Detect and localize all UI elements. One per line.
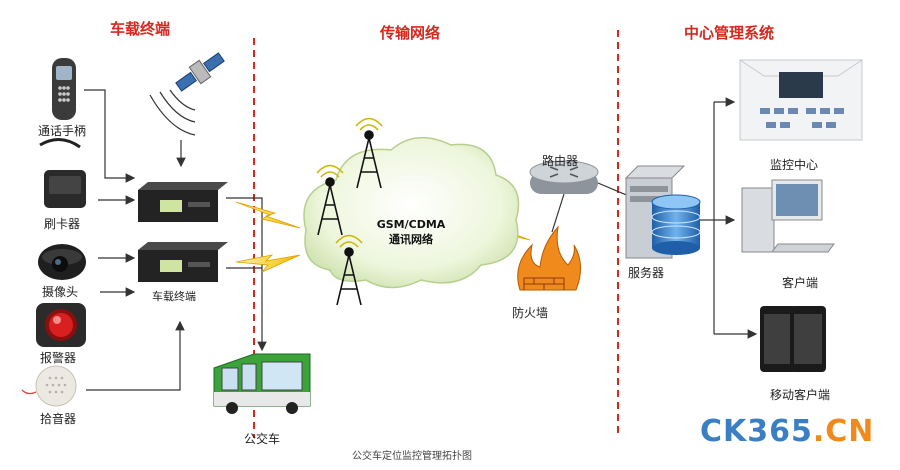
label-bus: 公交车 [244,432,281,446]
label-firewall: 防火墙 [512,306,549,320]
cloud-label-line1: GSM/CDMA [376,218,446,231]
label-monitor-center: 监控中心 [770,158,819,172]
tower-icon-left [316,164,344,236]
header-center: 中心管理系统 [684,24,775,42]
header-vehicle: 车载终端 [110,20,171,38]
handset-icon [52,58,76,120]
signal-bolt-lower [235,254,301,273]
monitor-center-icon [739,59,863,141]
cloud-label-line2: 通讯网络 [389,233,433,246]
router-firewall-link [551,193,565,233]
header-network: 传输网络 [380,24,441,42]
client-pc-icon [741,179,835,253]
signal-bolt-upper [235,201,301,229]
center-connectors [700,97,758,339]
alarm-icon [36,303,86,347]
tower-icon-top [355,117,383,189]
label-server: 服务器 [628,266,665,280]
device-connectors [84,89,267,391]
watermark: CK365.CN [700,414,874,449]
label-terminal: 车载终端 [152,290,196,303]
card-reader-icon [39,138,86,208]
diagram-caption: 公交车定位监控管理拓扑图 [352,451,472,462]
camera-icon [38,244,86,280]
bus-icon [213,353,311,414]
tower-icon-bottom [335,234,363,306]
satellite-icon [149,52,225,136]
watermark-part1: CK365 [700,414,813,449]
label-card-reader: 刷卡器 [44,217,81,231]
cloud-label: GSM/CDMA 通讯网络 [366,218,456,247]
label-alarm: 报警器 [40,351,77,365]
microphone-icon [21,365,77,407]
router-icon [529,160,599,194]
label-client: 客户端 [782,276,819,290]
label-microphone: 拾音器 [40,412,77,426]
label-router: 路由器 [542,154,579,168]
mobile-client-icon [760,306,826,372]
terminal-box-lower [138,242,228,282]
label-camera: 摄像头 [42,285,79,299]
label-handset: 通话手柄 [38,124,87,138]
network-cloud [303,136,520,289]
firewall-icon [517,225,581,291]
watermark-part2: .CN [812,414,875,449]
terminal-box-upper [138,182,228,222]
label-mobile-client: 移动客户端 [770,388,831,402]
database-icon [651,194,701,255]
